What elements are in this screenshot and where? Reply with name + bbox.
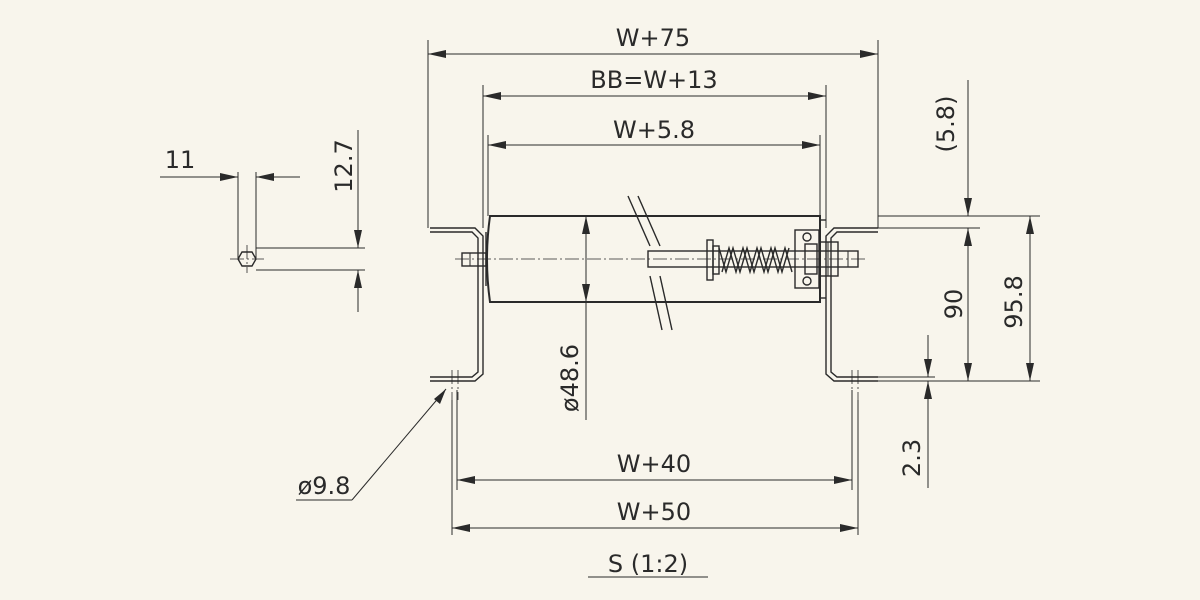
label-11: 11 xyxy=(165,146,196,174)
break-marks xyxy=(627,195,673,331)
label-d98: ø9.8 xyxy=(298,472,351,500)
label-90: 90 xyxy=(940,289,968,320)
label-w75: W+75 xyxy=(616,24,690,52)
label-scale: S (1:2) xyxy=(608,550,688,578)
dim-d486 xyxy=(582,216,590,420)
right-frame-bracket xyxy=(825,227,878,382)
dim-w50 xyxy=(451,400,859,535)
slot-center-lines xyxy=(451,370,859,400)
label-bb: BB=W+13 xyxy=(590,66,717,94)
dim-d98-leader xyxy=(296,388,447,501)
dim-23 xyxy=(878,335,935,488)
dim-90 xyxy=(878,227,980,382)
label-w58: W+5.8 xyxy=(613,116,695,144)
dim-p58 xyxy=(878,80,980,217)
label-23: 2.3 xyxy=(898,439,926,477)
label-127: 12.7 xyxy=(330,139,358,192)
label-w40: W+40 xyxy=(617,450,691,478)
dim-w40 xyxy=(456,390,853,490)
label-d486: ø48.6 xyxy=(556,344,584,412)
dim-127 xyxy=(256,130,365,312)
dim-11 xyxy=(160,172,300,258)
dim-958 xyxy=(980,215,1040,382)
left-frame-bracket xyxy=(430,227,484,382)
label-958: 95.8 xyxy=(1000,275,1028,328)
label-p58: (5.8) xyxy=(932,96,960,153)
spring xyxy=(706,239,793,281)
hex-shaft-end-view xyxy=(230,245,264,273)
dim-w75 xyxy=(427,40,879,228)
dim-bb xyxy=(482,85,827,228)
dim-w58 xyxy=(487,135,821,216)
label-w50: W+50 xyxy=(617,498,691,526)
